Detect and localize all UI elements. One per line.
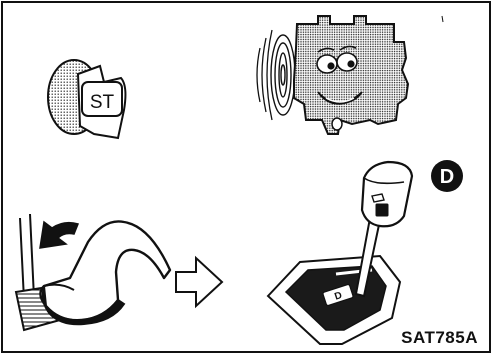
engine-block <box>294 16 408 134</box>
drive-gear-badge: D <box>431 160 463 192</box>
shift-lever-assembly: D <box>268 162 412 344</box>
flywheel-rings <box>271 35 295 115</box>
ignition-key: ST <box>48 60 125 138</box>
foot-on-brake <box>16 214 170 330</box>
motion-lines <box>257 30 272 120</box>
lever-knob <box>362 162 412 226</box>
next-step-arrow <box>176 258 222 306</box>
gear-badge-label: D <box>440 166 454 188</box>
knob-button <box>376 204 388 216</box>
press-arrow <box>40 222 78 248</box>
figure-code: SAT785A <box>401 328 478 348</box>
key-label: ST <box>90 92 115 113</box>
pedal-arm <box>20 214 34 300</box>
engine-cartoon <box>257 16 443 134</box>
